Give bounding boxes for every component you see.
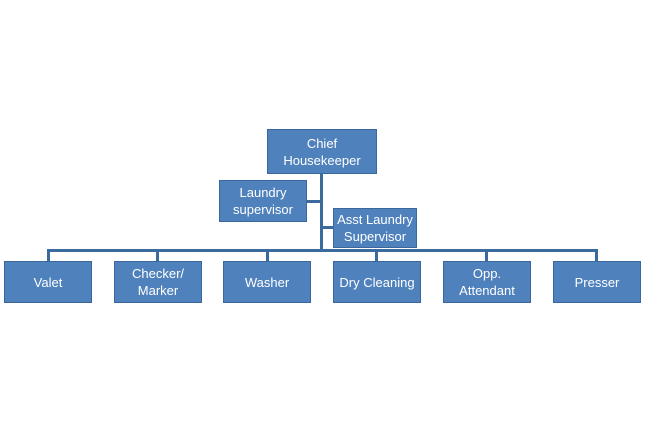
drop-presser [595,249,598,261]
node-asst-laundry-supervisor-line2: Supervisor [343,229,407,244]
node-opp-attendant-line1: Opp. [472,266,502,281]
node-checker-marker: Checker/ Marker [114,261,202,303]
drop-valet [47,249,50,261]
node-checker-marker-line1: Checker/ [131,266,185,281]
drop-dry-cleaning [375,249,378,261]
drop-washer [266,249,269,261]
asst-supervisor-connector [320,226,333,229]
node-asst-laundry-supervisor: Asst Laundry Supervisor [333,208,417,248]
node-laundry-supervisor: Laundry supervisor [219,180,307,222]
node-asst-laundry-supervisor-line1: Asst Laundry [337,212,413,227]
node-checker-marker-line2: Marker [137,283,179,298]
node-washer: Washer [223,261,311,303]
staff-bus-connector [47,249,598,252]
node-washer-line1: Washer [244,274,290,290]
trunk-connector [320,174,323,251]
drop-opp-attendant [485,249,488,261]
node-chief-housekeeper: Chief Housekeeper [267,129,377,174]
node-chief-housekeeper-line1: Chief [306,135,338,151]
node-laundry-supervisor-line2: supervisor [233,202,293,217]
node-dry-cleaning: Dry Cleaning [333,261,421,303]
node-opp-attendant-line2: Attendant [459,283,515,298]
node-valet: Valet [4,261,92,303]
node-presser-line1: Presser [574,274,620,290]
node-valet-line1: Valet [33,274,63,290]
node-laundry-supervisor-line1: Laundry [239,185,287,200]
laundry-supervisor-connector [307,200,322,203]
node-opp-attendant: Opp. Attendant [443,261,531,303]
node-dry-cleaning-line1: Dry Cleaning [339,274,415,290]
node-presser: Presser [553,261,641,303]
drop-checker [156,249,159,261]
node-chief-housekeeper-line2: Housekeeper [283,152,361,168]
